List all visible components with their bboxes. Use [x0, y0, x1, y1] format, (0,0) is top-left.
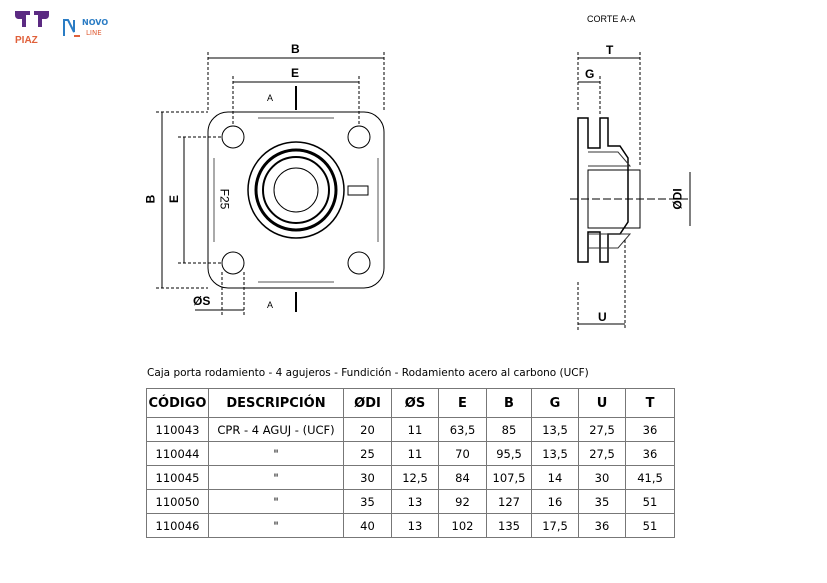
- table-cell: 11: [391, 417, 439, 442]
- dim-t: T: [606, 43, 614, 57]
- dim-g: G: [585, 67, 595, 81]
- section-title: CORTE A-A: [587, 14, 636, 24]
- column-header: CÓDIGO: [146, 388, 209, 418]
- table-cell: 35: [343, 489, 392, 514]
- column-header: B: [486, 388, 532, 418]
- table-cell: 30: [343, 465, 392, 490]
- dim-b-top: B: [291, 42, 300, 56]
- table-cell: 30: [578, 465, 626, 490]
- table-cell: 13,5: [531, 441, 579, 466]
- dim-e-top: E: [291, 66, 300, 80]
- table-cell: 13: [391, 489, 439, 514]
- table-cell: 127: [486, 489, 532, 514]
- table-cell: 41,5: [625, 465, 675, 490]
- dim-di: ØDI: [670, 188, 685, 210]
- column-header: E: [438, 388, 487, 418]
- table-cell: ": [208, 465, 344, 490]
- table-cell: 135: [486, 513, 532, 538]
- table-cell: 110050: [146, 489, 209, 514]
- column-header: U: [578, 388, 626, 418]
- table-cell: 11: [391, 441, 439, 466]
- table-cell: 13: [391, 513, 439, 538]
- table-cell: 40: [343, 513, 392, 538]
- table-cell: 85: [486, 417, 532, 442]
- table-cell: 16: [531, 489, 579, 514]
- table-cell: 17,5: [531, 513, 579, 538]
- novoline-top: NOVO: [82, 18, 109, 27]
- table-cell: 102: [438, 513, 487, 538]
- table-cell: 92: [438, 489, 487, 514]
- table-cell: 12,5: [391, 465, 439, 490]
- piaz-logo: PIAZ: [12, 8, 52, 48]
- dim-b-side: B: [143, 194, 158, 204]
- technical-drawing: [156, 52, 691, 330]
- dim-s: ØS: [193, 294, 211, 308]
- section-view: [570, 52, 691, 330]
- table-cell: 70: [438, 441, 487, 466]
- table-cell: 27,5: [578, 417, 626, 442]
- table-cell: 13,5: [531, 417, 579, 442]
- column-header: T: [625, 388, 675, 418]
- front-view: [156, 52, 385, 316]
- dim-e-side: E: [167, 194, 182, 204]
- table-cell: 35: [578, 489, 626, 514]
- table-cell: CPR - 4 AGUJ - (UCF): [208, 417, 344, 442]
- table-cell: 27,5: [578, 441, 626, 466]
- table-cell: 36: [578, 513, 626, 538]
- table-cell: 110043: [146, 417, 209, 442]
- table-cell: 14: [531, 465, 579, 490]
- table-cell: 20: [343, 417, 392, 442]
- table-cell: 110046: [146, 513, 209, 538]
- section-a-top: A: [267, 93, 274, 103]
- section-a-bottom: A: [267, 300, 274, 310]
- dim-u: U: [598, 310, 607, 324]
- table-cell: 110045: [146, 465, 209, 490]
- table-cell: 36: [625, 441, 675, 466]
- table-cell: 107,5: [486, 465, 532, 490]
- table-cell: 36: [625, 417, 675, 442]
- part-mark: F25: [217, 188, 232, 210]
- table-cell: ": [208, 489, 344, 514]
- column-header: ØDI: [343, 388, 392, 418]
- table-cell: ": [208, 441, 344, 466]
- table-cell: 51: [625, 513, 675, 538]
- table-cell: ": [208, 513, 344, 538]
- column-header: G: [531, 388, 579, 418]
- table-cell: 51: [625, 489, 675, 514]
- table-caption: Caja porta rodamiento - 4 agujeros - Fun…: [147, 367, 589, 379]
- table-cell: 63,5: [438, 417, 487, 442]
- table-cell: 25: [343, 441, 392, 466]
- piaz-logo-text: PIAZ: [15, 35, 38, 46]
- novoline-bottom: LINE: [86, 29, 102, 37]
- novoline-logo: NOVO LINE: [62, 18, 108, 42]
- column-header: ØS: [391, 388, 439, 418]
- table-cell: 84: [438, 465, 487, 490]
- table-cell: 110044: [146, 441, 209, 466]
- column-header: DESCRIPCIÓN: [208, 388, 344, 418]
- table-cell: 95,5: [486, 441, 532, 466]
